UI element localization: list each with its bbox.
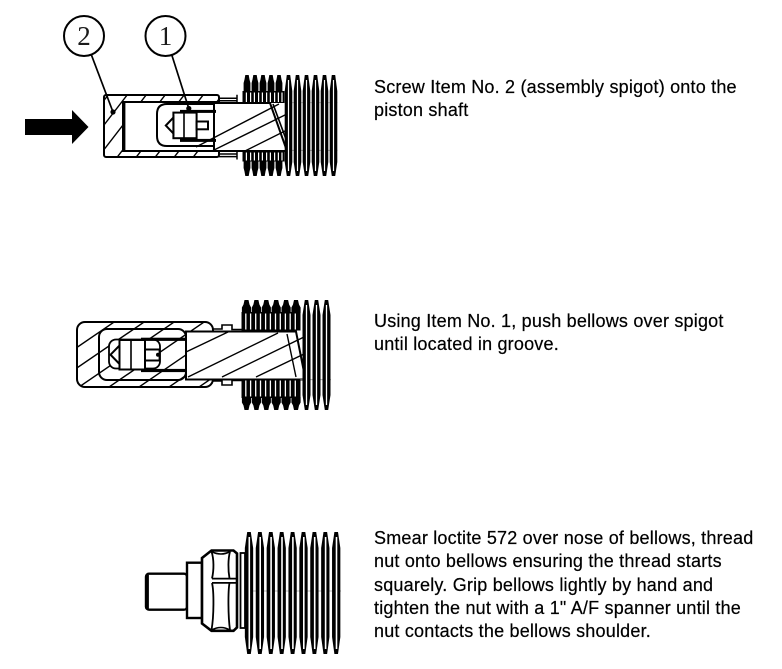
svg-text:2: 2 (77, 21, 91, 51)
svg-text:1: 1 (159, 21, 173, 51)
